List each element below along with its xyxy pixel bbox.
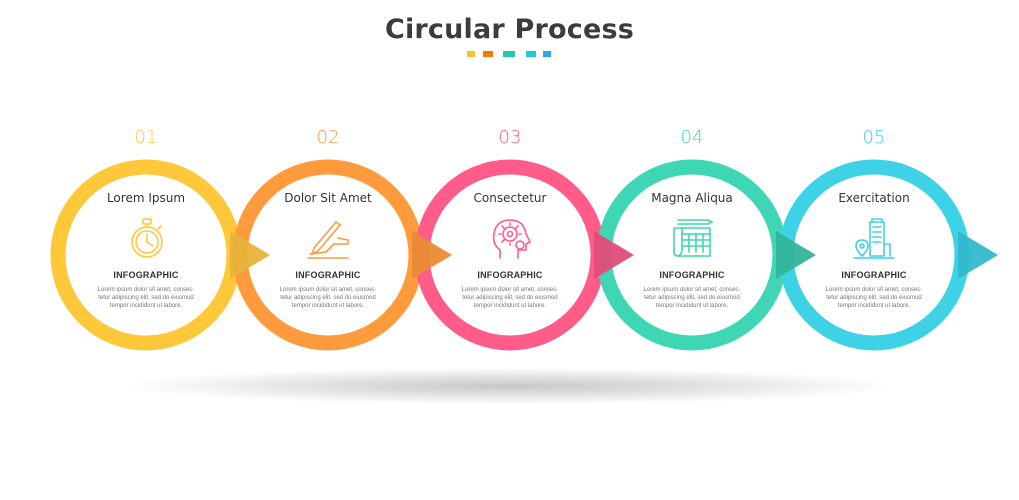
- accent-dots: [0, 51, 1019, 59]
- step-title: Lorem Ipsum: [106, 191, 186, 205]
- step-number: 03: [498, 127, 522, 148]
- step-description-line: tempor incididunt ut labore.: [291, 303, 365, 309]
- head-gears-icon: [486, 214, 534, 267]
- step-description-line: Lorem ipsum dolor sit amet, consec-: [279, 287, 377, 293]
- step-description-line: tetur adipiscing elit, sed do eiusmod: [462, 295, 558, 301]
- step-description-line: Lorem ipsum dolor sit amet, consec-: [97, 287, 195, 293]
- step-description-line: tempor incididunt ut labore.: [837, 303, 911, 309]
- accent-dot: [526, 51, 536, 57]
- step-description-line: Lorem ipsum dolor sit amet, consec-: [461, 287, 559, 293]
- step-title: Exercitation: [838, 191, 910, 205]
- step-description-line: Lorem ipsum dolor sit amet, consec-: [825, 287, 923, 293]
- step-tag: INFOGRAPHIC: [841, 270, 907, 280]
- step-number: 01: [134, 127, 158, 148]
- step-arrow: [230, 231, 270, 279]
- step-description-line: tetur adipiscing elit, sed do eiusmod: [280, 295, 376, 301]
- step-number: 02: [316, 127, 340, 148]
- step-description-line: tetur adipiscing elit, sed do eiusmod: [826, 295, 922, 301]
- step-description-line: tetur adipiscing elit, sed do eiusmod: [644, 295, 740, 301]
- ground-shadow: [130, 368, 890, 404]
- step-description: Lorem ipsum dolor sit amet, consec-tetur…: [794, 286, 954, 310]
- step-description-line: tempor incididunt ut labore.: [473, 303, 547, 309]
- step-arrow: [776, 231, 816, 279]
- step-tag: INFOGRAPHIC: [295, 270, 361, 280]
- step-title: Dolor Sit Amet: [284, 191, 372, 205]
- step-arrow: [594, 231, 634, 279]
- step-title: Magna Aliqua: [651, 191, 733, 205]
- accent-dot: [483, 51, 493, 57]
- calendar-pencil-icon: [668, 214, 716, 267]
- city-location-icon: [850, 214, 898, 267]
- step-description: Lorem ipsum dolor sit amet, consec-tetur…: [430, 286, 590, 310]
- accent-dot: [467, 51, 475, 57]
- step-tag: INFOGRAPHIC: [113, 270, 179, 280]
- step-tag: INFOGRAPHIC: [477, 270, 543, 280]
- step-description-line: Lorem ipsum dolor sit amet, consec-: [643, 287, 741, 293]
- stopwatch-icon: [122, 214, 170, 267]
- step-description: Lorem ipsum dolor sit amet, consec-tetur…: [612, 286, 772, 310]
- step-number: 05: [862, 127, 886, 148]
- step-title: Consectetur: [473, 191, 547, 205]
- step-tag: INFOGRAPHIC: [659, 270, 725, 280]
- hand-writing-icon: [304, 214, 352, 267]
- step-arrow: [412, 231, 452, 279]
- accent-dot: [543, 51, 551, 57]
- step-description-line: tempor incididunt ut labore.: [109, 303, 183, 309]
- page-title: Circular Process: [384, 14, 635, 45]
- step-description: Lorem ipsum dolor sit amet, consec-tetur…: [66, 286, 226, 310]
- step-arrow: [958, 231, 998, 279]
- step-description: Lorem ipsum dolor sit amet, consec-tetur…: [248, 286, 408, 310]
- accent-dot: [503, 51, 515, 57]
- step-number: 04: [680, 127, 704, 148]
- step-description-line: tetur adipiscing elit, sed do eiusmod: [98, 295, 194, 301]
- step-description-line: tempor incididunt ut labore.: [655, 303, 729, 309]
